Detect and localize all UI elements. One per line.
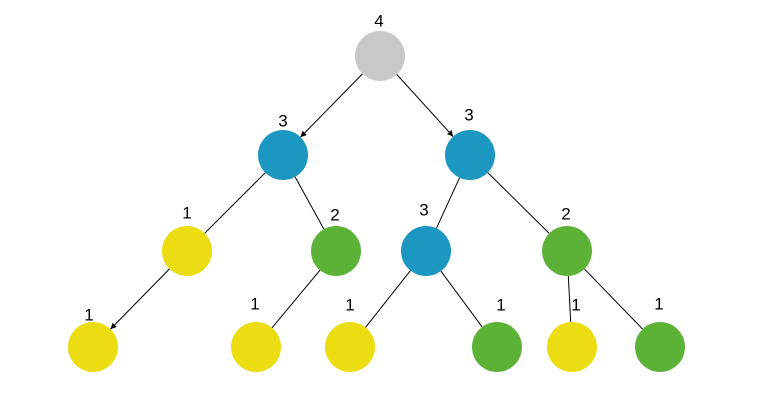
edge-n1-n3 (204, 172, 266, 234)
node-n8-yellow (231, 322, 281, 372)
node-n7-yellow (68, 322, 118, 372)
tree-labels: 4 3 3 1 2 3 2 1 1 1 1 1 1 (84, 11, 663, 324)
node-n4-green (311, 226, 361, 276)
node-n0-gray (355, 31, 405, 81)
node-label-n8: 1 (250, 294, 259, 313)
tree-edges (110, 73, 643, 330)
node-label-n0: 4 (374, 11, 383, 30)
edge-n0-n1 (300, 73, 363, 138)
node-label-n6: 2 (561, 204, 570, 223)
edge-n5-n9 (365, 270, 411, 328)
node-label-n1: 3 (278, 111, 287, 130)
edge-n1-n4 (294, 176, 325, 230)
node-n9-yellow (325, 322, 375, 372)
node-label-n11: 1 (571, 295, 580, 314)
node-n3-yellow (162, 226, 212, 276)
node-n5-blue (401, 226, 451, 276)
edge-n2-n5 (435, 177, 461, 229)
edge-n6-n12 (584, 268, 643, 330)
edge-n4-n8 (271, 269, 321, 329)
node-n1-blue (258, 130, 308, 180)
node-label-n12: 1 (654, 294, 663, 313)
node-label-n2: 3 (464, 105, 473, 124)
node-label-n3: 1 (182, 203, 191, 222)
node-n10-green (472, 322, 522, 372)
edge-n6-n11 (567, 275, 572, 323)
node-n6-green (542, 226, 592, 276)
node-label-n7: 1 (84, 305, 93, 324)
node-label-n10: 1 (496, 295, 505, 314)
edge-n2-n6 (487, 172, 550, 234)
tree-nodes (68, 31, 685, 372)
edge-n0-n2 (396, 74, 454, 137)
node-label-n5: 3 (419, 200, 428, 219)
node-n12-green (635, 322, 685, 372)
node-label-n9: 1 (345, 295, 354, 314)
node-n11-yellow (547, 322, 597, 372)
node-n2-blue (445, 130, 495, 180)
node-label-n4: 2 (330, 205, 339, 224)
edge-n3-n7 (110, 268, 170, 330)
edge-n5-n10 (440, 270, 483, 328)
